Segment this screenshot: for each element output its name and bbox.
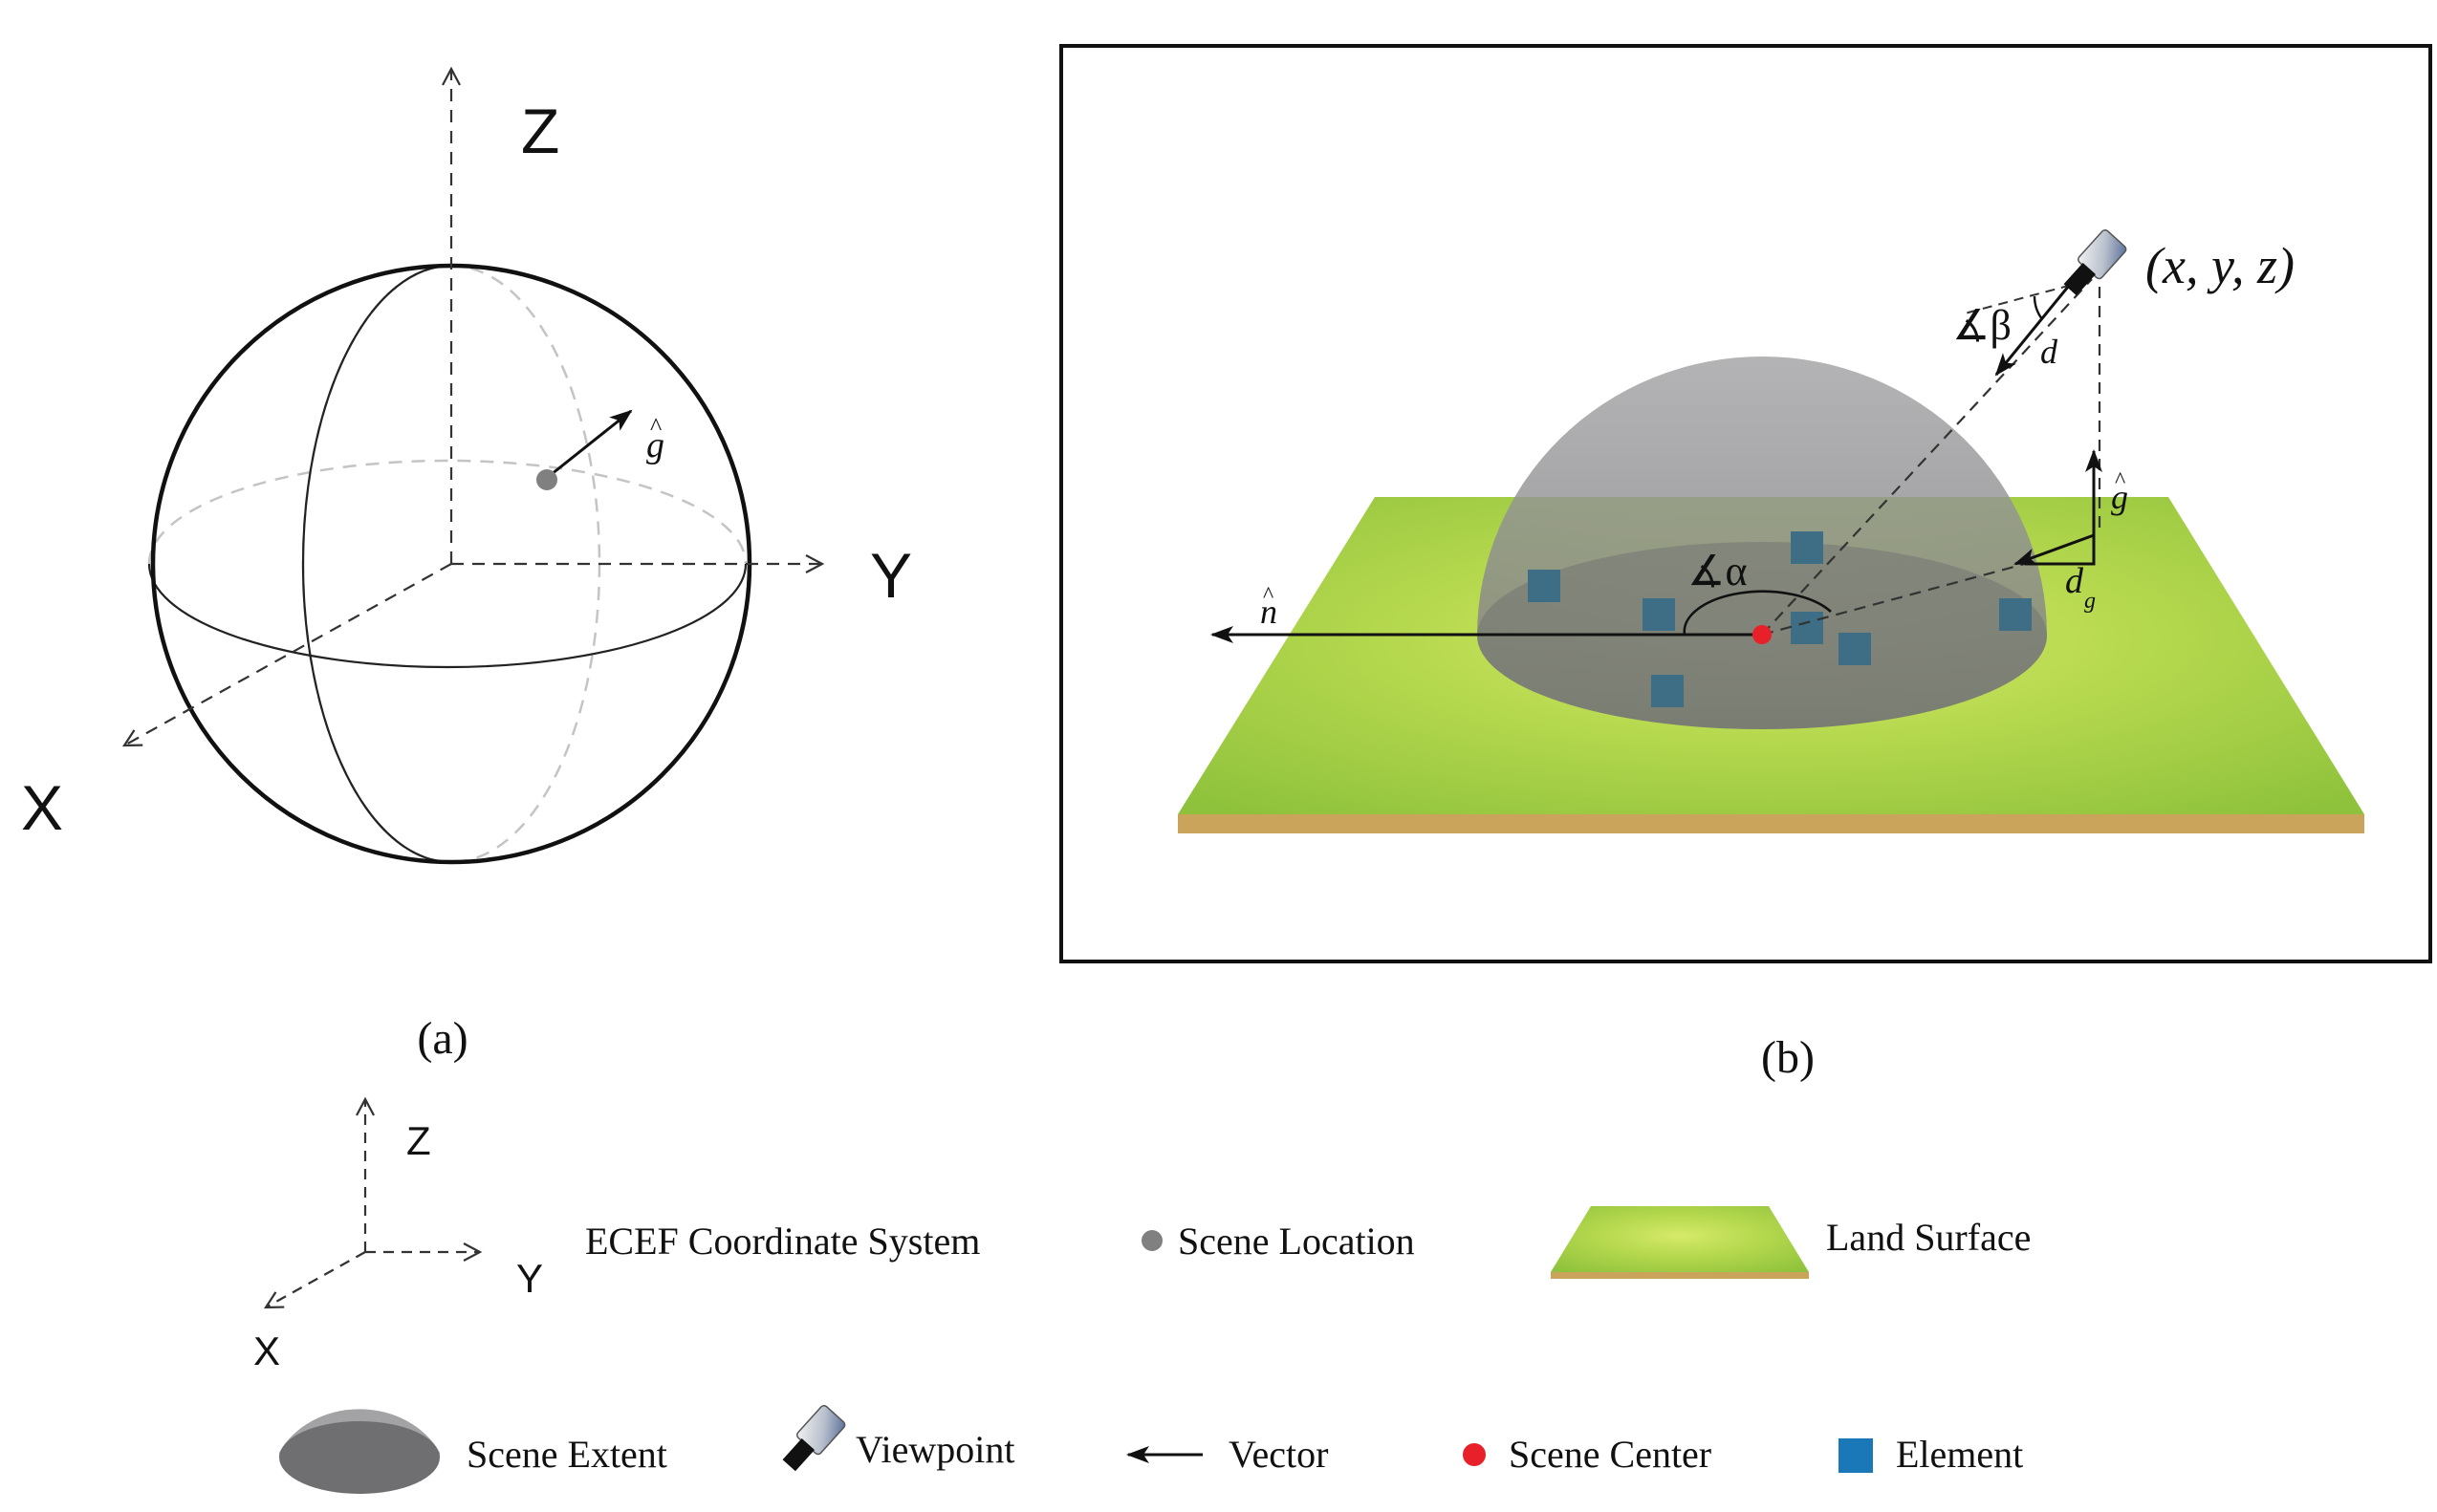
vector-n-hat: ^ (1263, 583, 1273, 608)
element (1528, 570, 1560, 602)
vector-g-hat: ^ (650, 413, 662, 441)
axis-z-label: Z (521, 96, 559, 166)
legend-axis-y: Y (516, 1256, 543, 1301)
legend-element-square (1839, 1438, 1873, 1473)
legend-scene-location-dot (1142, 1230, 1163, 1251)
panel-a-globe: Z Y X g ^ (a) (21, 66, 912, 1064)
legend-viewpoint-label: Viewpoint (856, 1428, 1014, 1471)
element (1651, 675, 1684, 707)
globe-front-meridian (301, 264, 452, 864)
element (1791, 612, 1823, 644)
angle-beta-arc (2033, 295, 2043, 320)
vector-g-b-label: g (2111, 478, 2128, 516)
beta-ref-line (1964, 280, 2087, 314)
element (1791, 531, 1823, 564)
viewpoint-camera (2063, 228, 2127, 296)
legend-scene-extent-label: Scene Extent (467, 1433, 667, 1476)
legend: Z Y X ECEF Coordinate System Scene Locat… (253, 1096, 2031, 1494)
land-surface-edge (1178, 814, 2364, 833)
legend-land-edge (1551, 1272, 1809, 1279)
vector-dg-arrow (2013, 533, 2095, 566)
vector-n-label: n (1260, 593, 1277, 631)
axis-x-line (121, 563, 452, 747)
angle-alpha-arc (1683, 590, 1832, 636)
line-center-to-viewpoint (1761, 278, 2093, 636)
viewpoint-coords: (x, y, z) (2145, 237, 2295, 294)
legend-viewpoint-icon (782, 1404, 846, 1472)
legend-ecef-label: ECEF Coordinate System (585, 1220, 980, 1263)
scene-location-dot (536, 469, 557, 490)
panel-b-scene: n ^ d g ^ d g ∡α ∡β (x, y, z) (1059, 44, 2432, 1083)
axis-y-label: Y (870, 540, 912, 611)
axis-x-label: X (21, 772, 63, 843)
vector-g-arrow (546, 409, 633, 480)
legend-land-top (1551, 1206, 1809, 1272)
caption-b: (b) (1761, 1032, 1815, 1083)
vector-dg-sub: g (2084, 589, 2096, 614)
vector-d-label: d (2040, 333, 2058, 371)
globe-equator-front (147, 563, 748, 669)
element (1999, 598, 2032, 631)
scene-center-dot (1752, 625, 1772, 644)
vector-d-arrow (1994, 280, 2075, 377)
legend-axis-z: Z (406, 1118, 431, 1163)
legend-scene-location-label: Scene Location (1178, 1220, 1415, 1263)
legend-scene-center-label: Scene Center (1509, 1433, 1711, 1476)
legend-land-label: Land Surface (1826, 1216, 2031, 1259)
globe-equator-back (147, 459, 748, 565)
line-center-to-ground (1761, 562, 2026, 637)
legend-vector-label: Vector (1229, 1433, 1328, 1476)
legend-axis-x: X (253, 1328, 280, 1373)
vector-g-b-path (2025, 449, 2102, 566)
element (1839, 633, 1871, 665)
legend-ecef-icon: Z Y X (253, 1096, 543, 1373)
legend-scene-center-dot (1463, 1443, 1486, 1466)
vector-dg-label: d (2065, 561, 2084, 601)
legend-dome-base (279, 1421, 440, 1494)
legend-element-label: Element (1896, 1433, 2023, 1476)
element (1643, 598, 1675, 631)
vector-g-label: g (646, 425, 664, 465)
elements (1528, 531, 2032, 707)
caption-a: (a) (417, 1013, 468, 1064)
vector-g-b-hat: ^ (2115, 468, 2125, 493)
angle-beta-label: ∡β (1952, 302, 2012, 349)
angle-alpha-label: ∡α (1687, 548, 1748, 594)
